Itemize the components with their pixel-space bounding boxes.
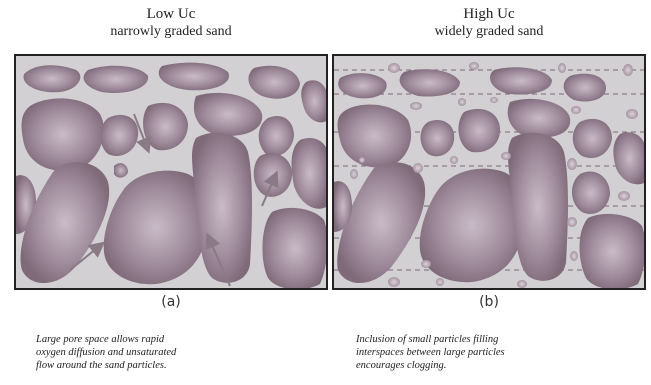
sand-grain: [254, 153, 292, 197]
sand-grain: [143, 103, 188, 150]
sand-grain: [101, 115, 139, 156]
sand-grain: [24, 65, 81, 92]
sand-grain: [400, 69, 460, 96]
sand-grain: [564, 74, 606, 102]
sand-grain: [573, 119, 612, 158]
sand-grain: [262, 208, 327, 290]
sand-grain: [259, 116, 294, 156]
sand-grain: [248, 66, 300, 99]
sand-grain: [421, 120, 455, 156]
sand-grain: [84, 66, 149, 93]
fine-particle: [388, 63, 400, 73]
left-title-block: Low Uc narrowly graded sand: [14, 6, 328, 40]
fine-particle: [436, 278, 444, 286]
sand-grain: [192, 133, 252, 283]
fine-particle: [350, 169, 358, 179]
fine-particle: [567, 217, 577, 227]
panel-widely-graded: [332, 54, 646, 290]
fine-particle: [626, 109, 638, 119]
fine-particle: [501, 152, 511, 160]
sand-grain: [490, 67, 552, 94]
fine-particle: [421, 260, 431, 268]
right-title-block: High Uc widely graded sand: [332, 6, 646, 40]
fine-particle: [567, 158, 577, 170]
fine-particle: [450, 156, 458, 164]
right-label: (b): [332, 294, 646, 310]
fine-particle: [458, 98, 466, 106]
right-caption: Inclusion of small particles filling int…: [356, 333, 616, 372]
fine-particle: [388, 277, 400, 287]
sand-grain: [104, 171, 209, 285]
sand-grains-wide: [334, 56, 646, 290]
panel-narrowly-graded: [14, 54, 328, 290]
right-title: High Uc: [332, 6, 646, 23]
sand-grain: [159, 63, 229, 91]
sand-grain: [301, 80, 328, 122]
fine-particle: [571, 106, 581, 114]
sand-grain: [194, 93, 262, 136]
sand-grain: [508, 133, 568, 281]
sand-grain: [22, 98, 104, 170]
sand-grain: [337, 162, 425, 283]
fine-particle: [570, 251, 578, 261]
sand-grain: [20, 162, 109, 283]
sand-grain: [458, 109, 500, 152]
left-subtitle: narrowly graded sand: [14, 23, 328, 40]
left-caption: Large pore space allows rapid oxygen dif…: [36, 333, 296, 372]
fine-particle: [490, 97, 498, 103]
fine-particle: [359, 157, 365, 163]
left-label: (a): [14, 294, 328, 310]
sand-grain: [420, 169, 525, 283]
sand-grain: [338, 105, 412, 168]
sand-grain: [114, 163, 128, 178]
fine-particle: [618, 191, 630, 201]
sand-grain: [580, 214, 646, 290]
fine-particle: [623, 64, 633, 76]
sand-grains-narrow: [16, 56, 328, 290]
sand-grain: [292, 138, 328, 209]
fine-particle: [469, 62, 479, 70]
fine-particle: [410, 102, 422, 110]
sand-grain: [572, 171, 610, 214]
left-title: Low Uc: [14, 6, 328, 23]
fine-particle: [558, 63, 566, 73]
sand-grain: [338, 73, 386, 98]
fine-particle: [517, 280, 527, 288]
right-subtitle: widely graded sand: [332, 23, 646, 40]
fine-particle: [413, 163, 423, 173]
sand-grain: [613, 132, 646, 184]
